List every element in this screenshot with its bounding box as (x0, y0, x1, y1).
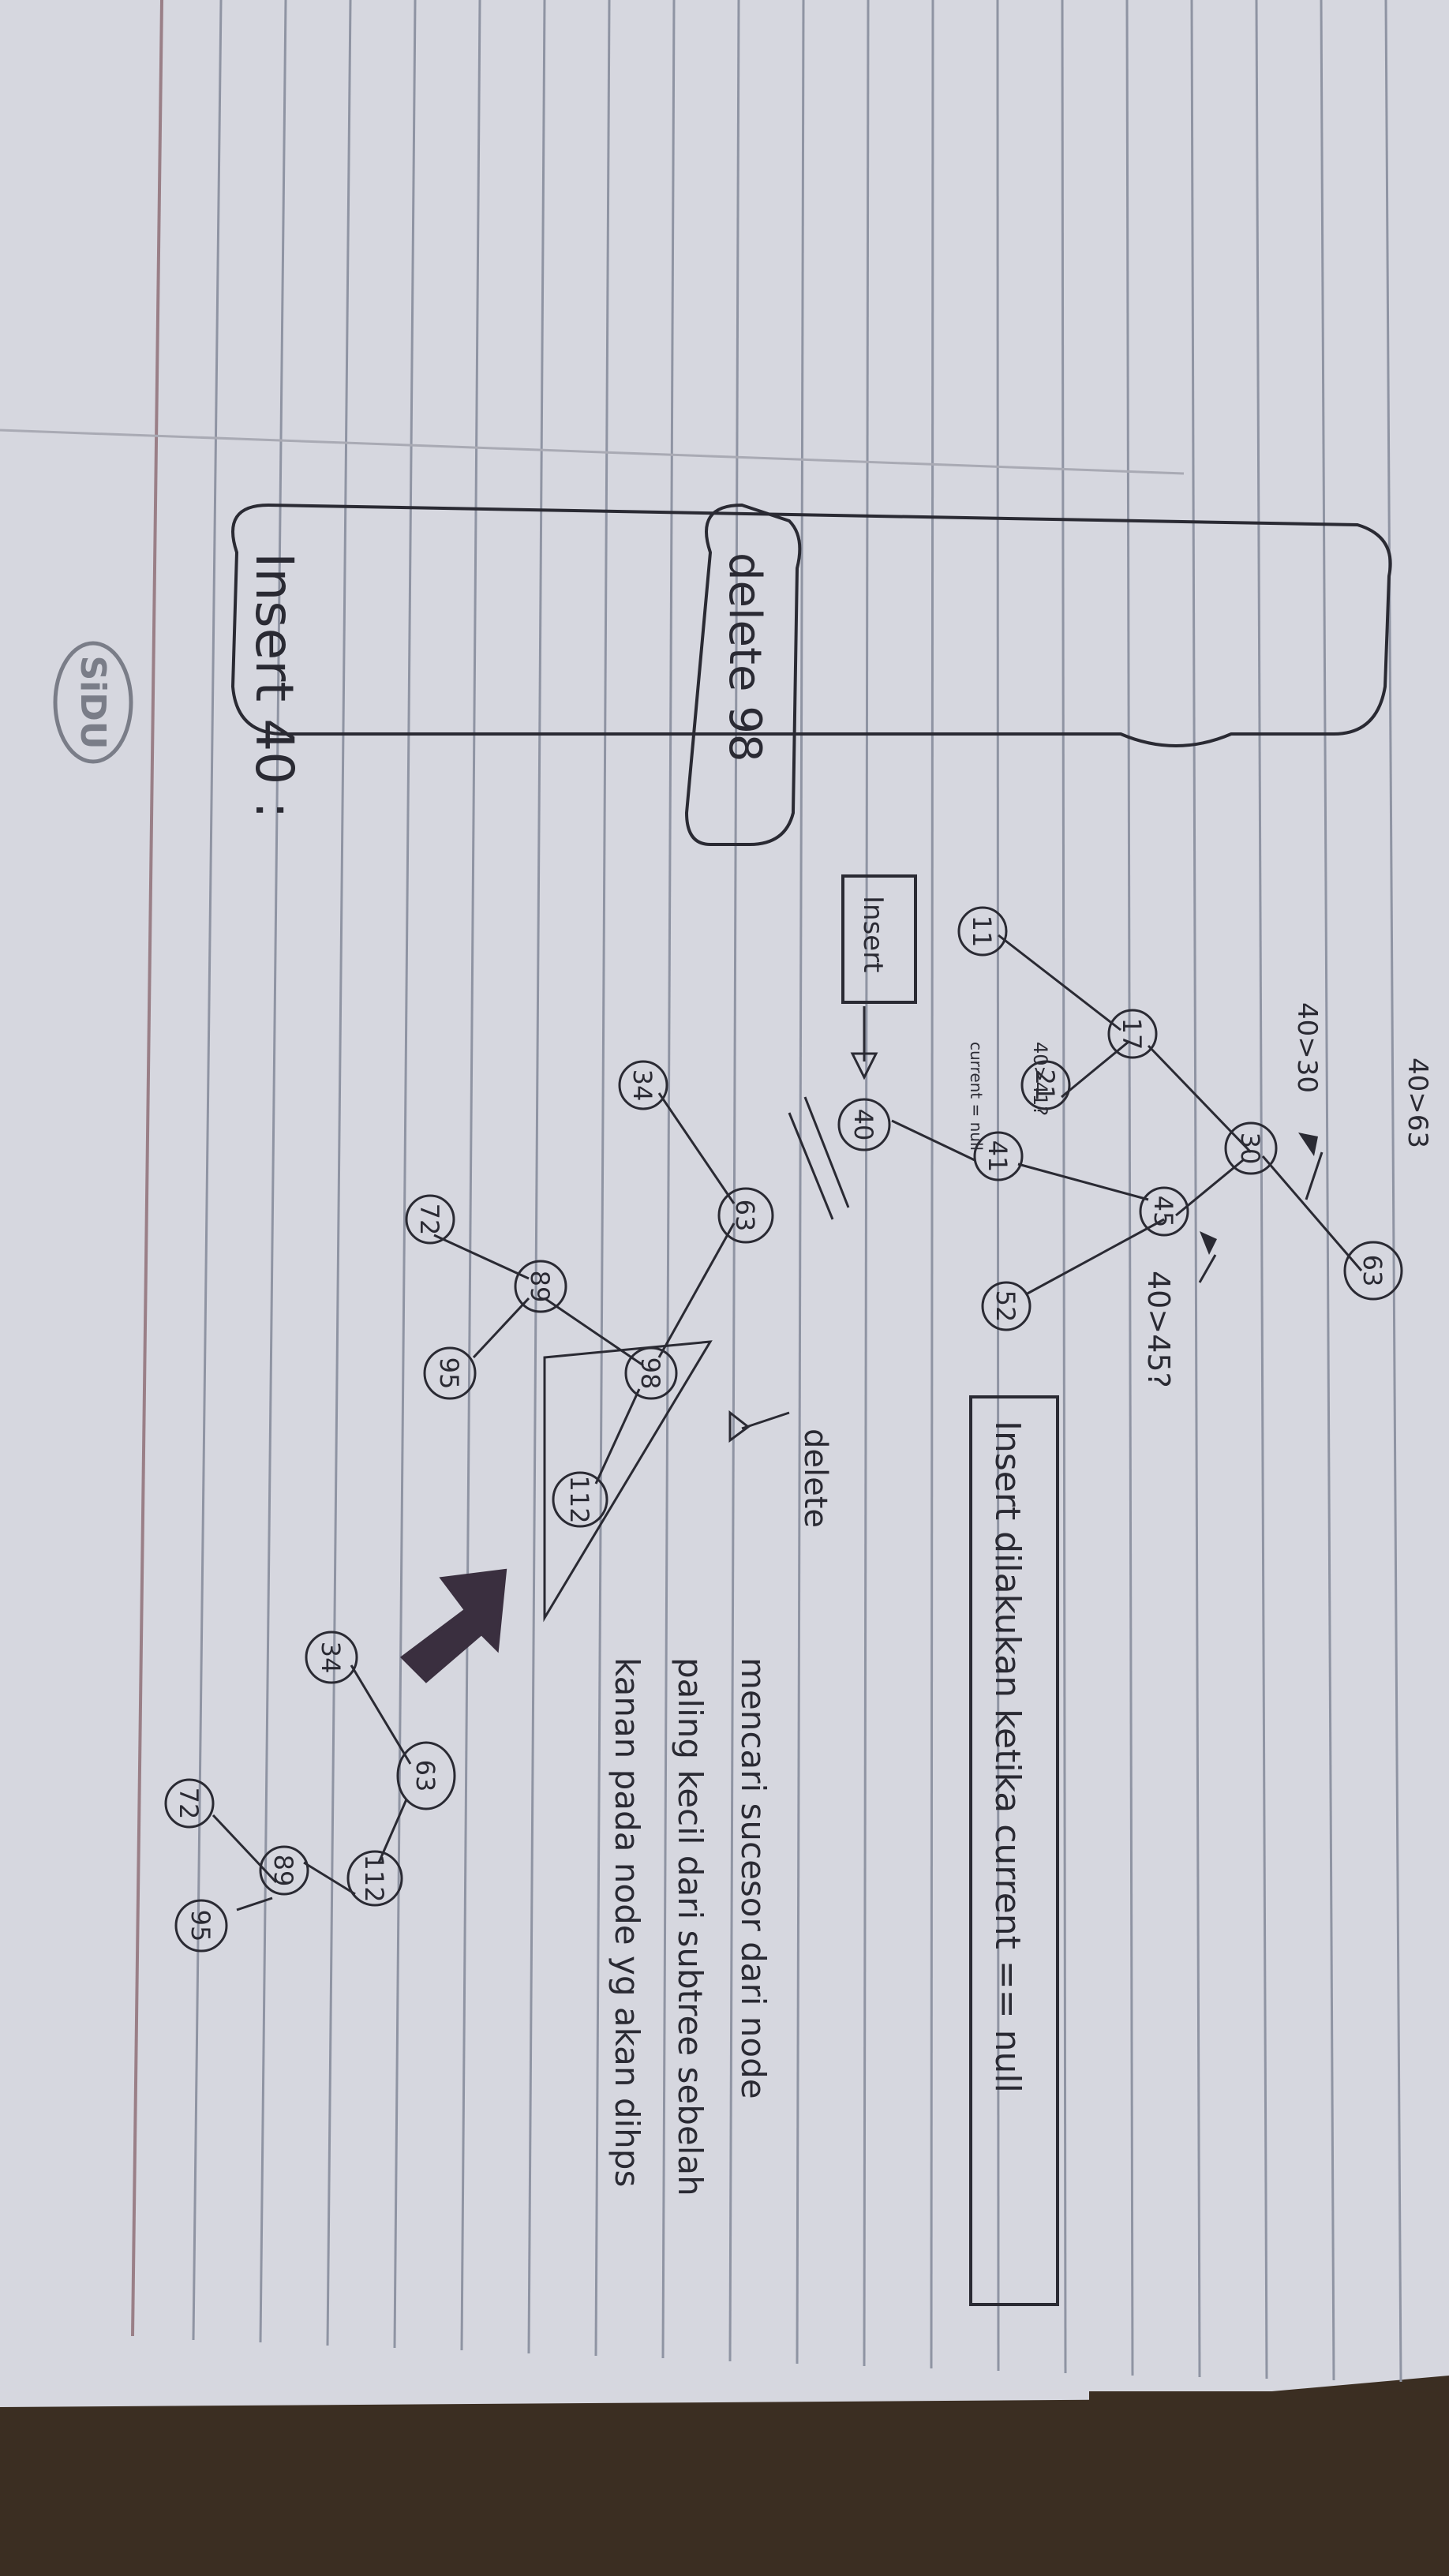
node-value: 95 (434, 1357, 464, 1390)
delete-label: delete (797, 1428, 833, 1528)
table-surface (1089, 2391, 1449, 2576)
tree-node: 52 (981, 1281, 1032, 1331)
compare-41-note: 40>41? (1029, 1042, 1051, 1116)
tree-node: 45 (1139, 1186, 1189, 1237)
tree-node: 63 (396, 1741, 456, 1810)
insert-label: Insert (857, 896, 889, 973)
tree-node: 89 (514, 1260, 567, 1313)
node-value: 41 (983, 1140, 1013, 1173)
node-value: 11 (967, 915, 997, 948)
compare-63-note: 40>63 (1402, 1058, 1433, 1148)
current-null-note: current = null (967, 1042, 986, 1151)
insert-arrow-head (850, 1052, 878, 1080)
rule-delete-line-1: mencari sucesor dari node (734, 1657, 773, 2099)
node-value: 40 (848, 1109, 878, 1141)
tree-node: 112 (346, 1850, 403, 1907)
result-arrow (399, 1568, 507, 1683)
tree-node: 30 (1224, 1121, 1278, 1175)
insert-heading: Insert 40 : (244, 552, 305, 818)
ruled-lines (192, 0, 1402, 2383)
node-value: 72 (174, 1788, 204, 1820)
node-value: 34 (627, 1069, 657, 1102)
header-line (0, 429, 1185, 475)
insert-tree-edges (891, 934, 1363, 1296)
insert-heading-cloud (230, 503, 1392, 747)
tree-node: 95 (174, 1899, 228, 1953)
tree-node: 41 (973, 1131, 1024, 1181)
node-value: 89 (525, 1271, 555, 1303)
insert-path-arrows (1200, 1133, 1318, 1255)
delete-heading: delete 98 (719, 552, 770, 762)
tree-node: 95 (423, 1346, 477, 1400)
node-value: 21 (1030, 1069, 1060, 1102)
node-value: 52 (990, 1290, 1020, 1323)
tree-node: 112 (552, 1471, 608, 1528)
tree-node: 11 (957, 906, 1008, 957)
insert-tree-nodes: 63 30 45 17 21 11 41 52 (837, 906, 1403, 1331)
insert-label-box (841, 874, 917, 1004)
node-value: 34 (316, 1642, 346, 1674)
node-value: 112 (564, 1475, 594, 1523)
tree-node: 63 (1343, 1241, 1403, 1301)
compare-30-note: 40>30 (1291, 1002, 1323, 1093)
tree-node: 72 (164, 1778, 215, 1829)
node-value: 112 (359, 1854, 389, 1902)
tree-node: 40 (837, 1098, 891, 1151)
tree-node: 89 (259, 1845, 309, 1896)
delete-tree-before-nodes: 63 34 98 89 112 72 95 (405, 1060, 774, 1528)
tree-node: 34 (618, 1060, 668, 1110)
node-value: 63 (730, 1200, 760, 1232)
insert-rule-box (969, 1395, 1059, 2306)
delete-subtree-highlight (543, 1340, 713, 1623)
delete-tree-after-nodes: 63 34 112 89 72 95 (164, 1631, 456, 1953)
tree-node: 63 (717, 1187, 774, 1244)
node-value: 95 (185, 1910, 215, 1942)
margin-line (131, 0, 163, 2337)
tree-node: 17 (1107, 1009, 1158, 1059)
tree-node: 98 (624, 1346, 678, 1400)
rule-delete-line-2: paling kecil dari subtree sebelah (671, 1657, 710, 2196)
insert-rule-text: Insert dilakukan ketika current == null (987, 1421, 1028, 2093)
node-value: 17 (1117, 1018, 1147, 1050)
stop-mark (788, 1112, 834, 1220)
delete-heading-cloud (684, 503, 802, 846)
sidu-logo-text: SiDU (73, 655, 113, 749)
delete-pointer-head (728, 1410, 751, 1443)
tree-node: 34 (305, 1631, 358, 1684)
node-value: 63 (1357, 1255, 1387, 1287)
tree-node: 72 (405, 1194, 455, 1245)
node-value: 72 (414, 1204, 444, 1236)
node-value: 89 (268, 1855, 298, 1887)
compare-45-note: 40>45? (1141, 1271, 1176, 1388)
stop-mark (803, 1096, 850, 1208)
node-value: 98 (635, 1357, 665, 1390)
rule-delete-line-3: kanan pada node yg akan dihps (608, 1657, 646, 2187)
tree-node: 21 (1020, 1060, 1071, 1110)
node-value: 45 (1148, 1196, 1178, 1228)
paper-sheet (0, 0, 1449, 2407)
node-value: 63 (410, 1760, 440, 1792)
delete-pointer-line (741, 1411, 790, 1430)
sidu-logo: SiDU (53, 641, 133, 764)
delete-tree-edges (433, 1092, 736, 1485)
node-value: 30 (1235, 1133, 1265, 1165)
